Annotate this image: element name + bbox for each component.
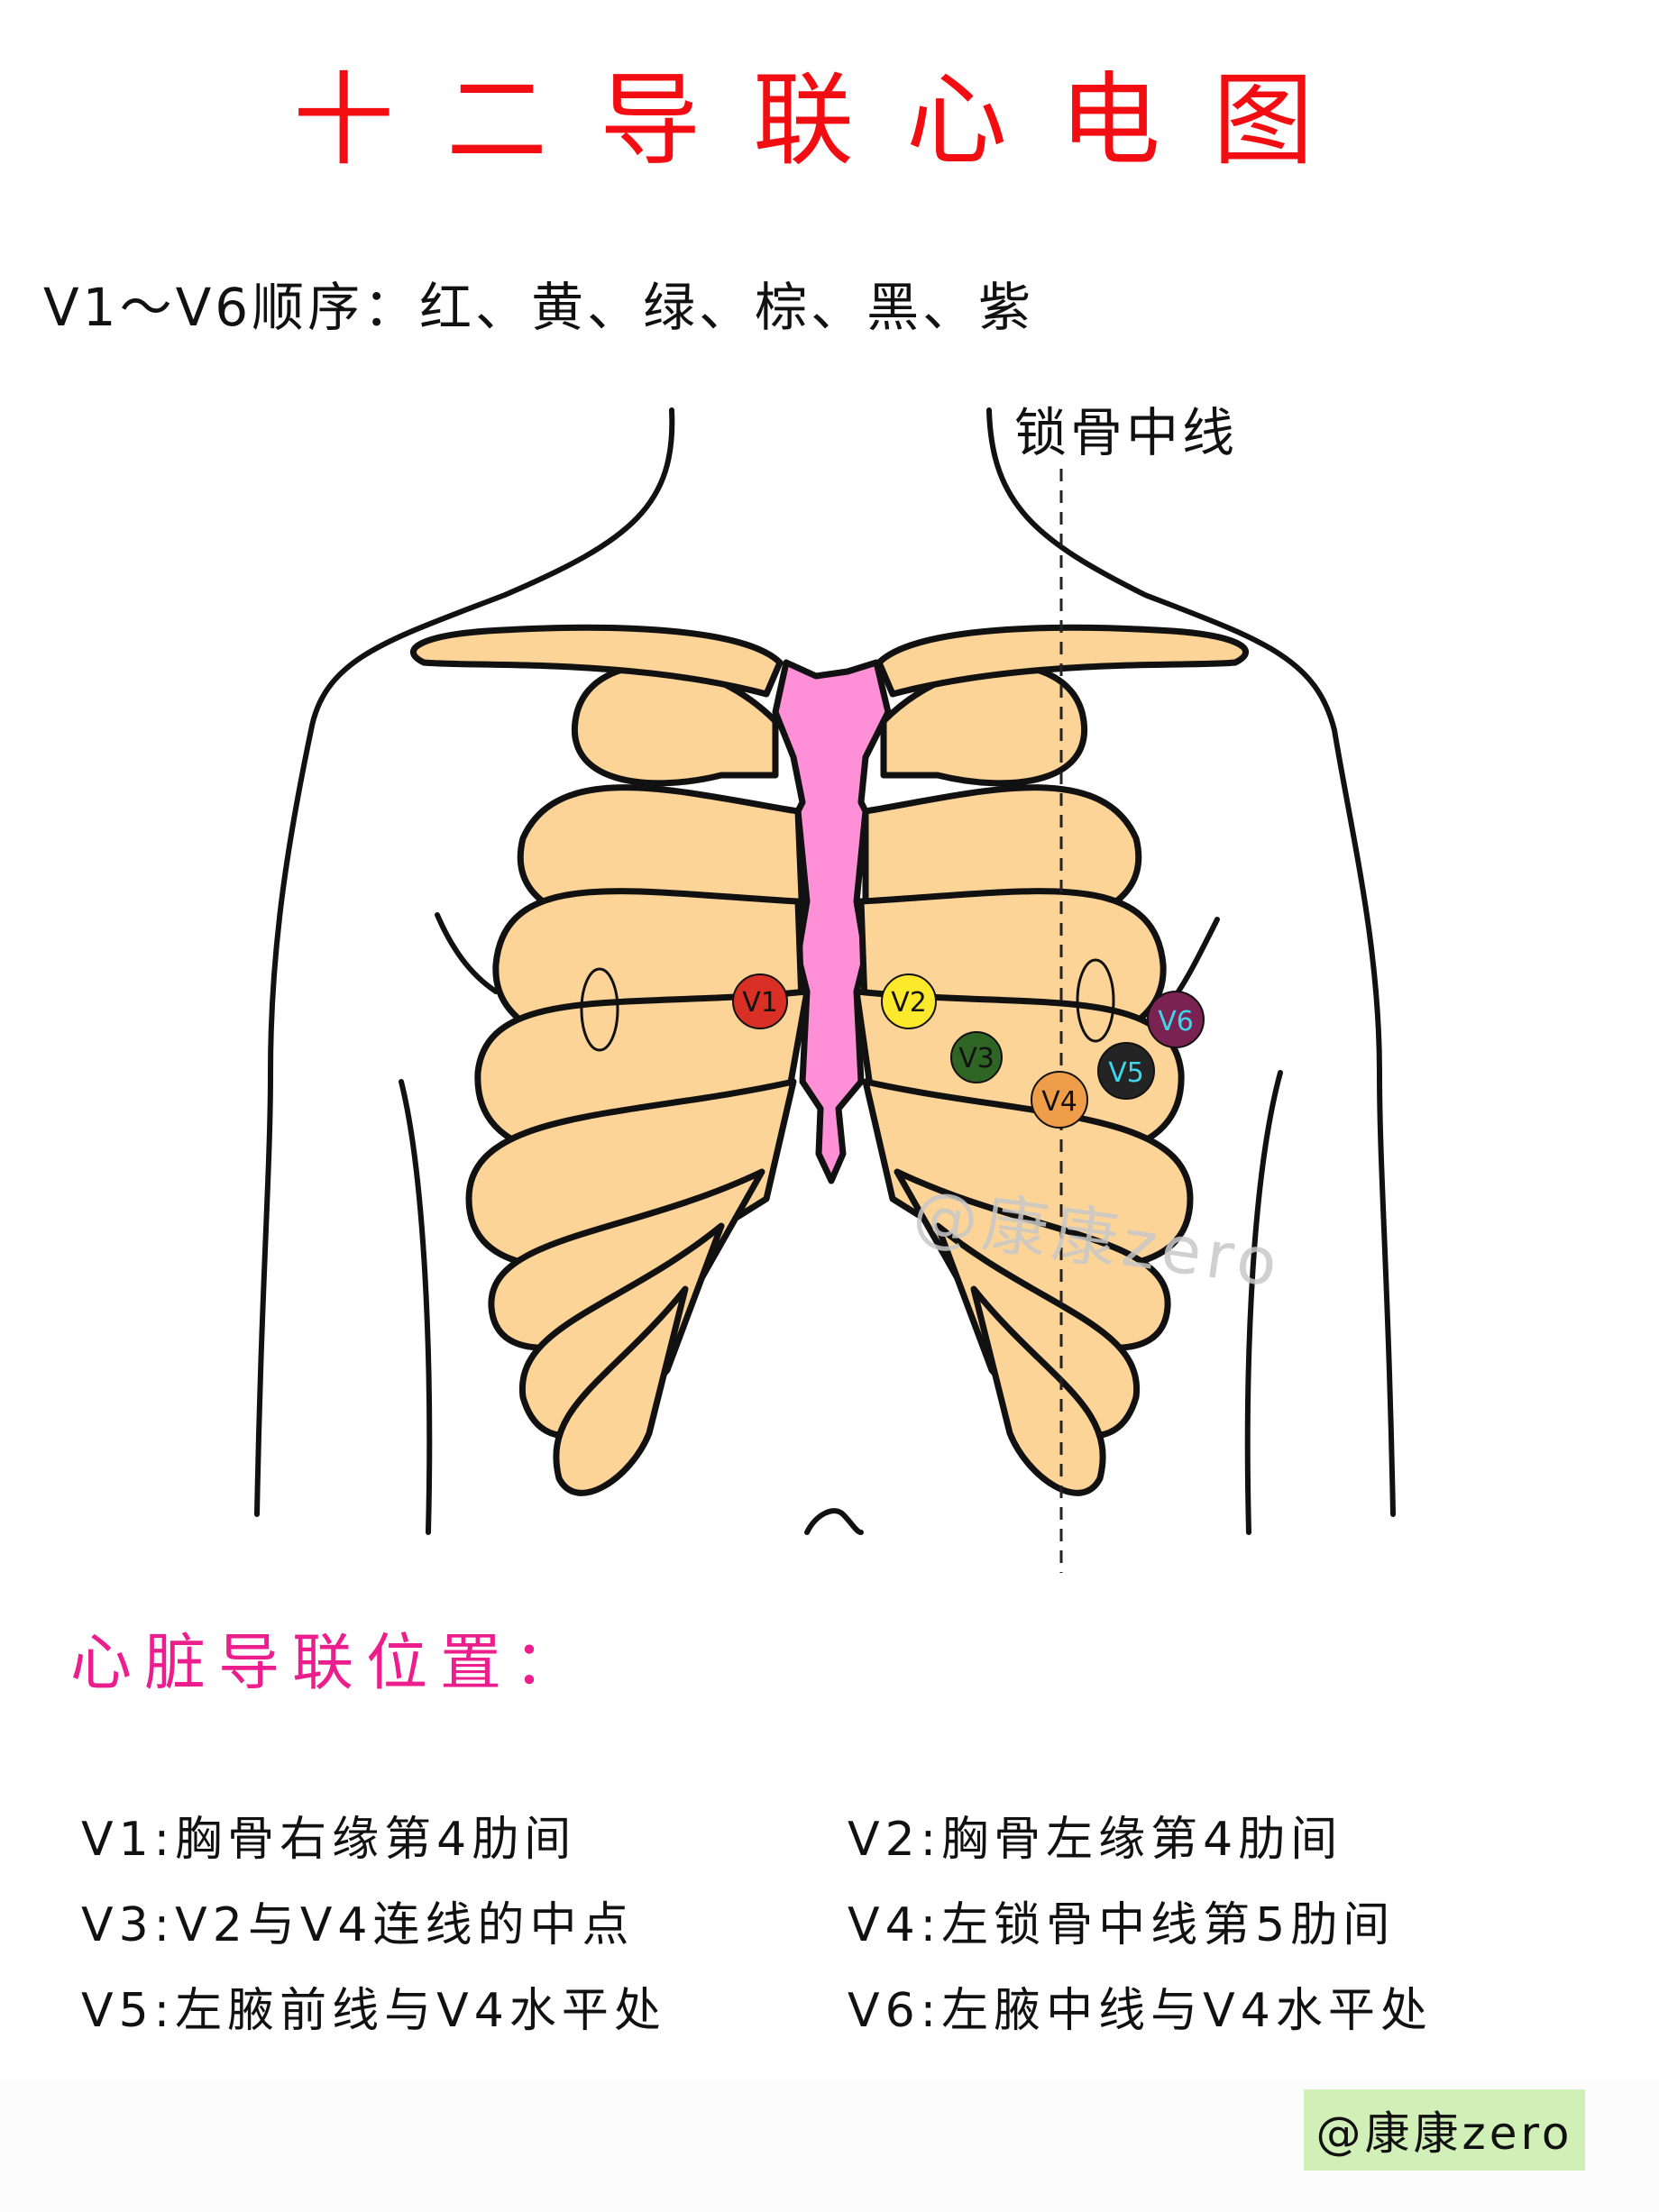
electrode-v3: V3 [950,1031,1003,1083]
electrode-v1: V1 [732,973,788,1029]
right-clavicle [875,624,1249,698]
svg-text:V4: V4 [1041,1086,1077,1118]
svg-text:V3: V3 [958,1043,994,1074]
right-nipple-outline [1076,958,1115,1043]
lead-positions-heading: 心脏导联位置： [70,1628,589,1699]
svg-text:V5: V5 [1108,1057,1144,1089]
lead-position-v6: V6:左腋中线与V4水平处 [848,1984,1433,2038]
midclavicular-label: 锁骨中线 [1014,402,1238,463]
electrode-v4: V4 [1031,1071,1088,1129]
svg-text:V6: V6 [1158,1006,1194,1037]
electrode-v2: V2 [881,973,937,1029]
lead-position-v2: V2:胸骨左缘第4肋间 [848,1813,1343,1867]
svg-text:V2: V2 [891,987,927,1019]
lead-position-v1: V1:胸骨右缘第4肋间 [81,1813,577,1867]
color-order-text: V1～V6顺序：红、黄、绿、棕、黑、紫 [43,277,1035,338]
lead-position-v3: V3:V2与V4连线的中点 [81,1898,635,1952]
lead-position-v4: V4:左锁骨中线第5肋间 [848,1898,1396,1952]
left-nipple-outline [580,967,619,1052]
chest-lead-diagram: 锁骨中线 @康康zero V1 V2 V3 V4 V5 V6 [0,379,1659,1586]
electrode-v6: V6 [1147,991,1205,1048]
author-badge-text: @康康zero [1315,2107,1573,2160]
author-badge: @康康zero [1304,2089,1585,2171]
page-title: 十二导联心电图 [293,62,1366,179]
lead-position-v5: V5:左腋前线与V4水平处 [81,1984,666,2038]
rib-cage [410,624,1249,1496]
svg-text:V1: V1 [742,987,778,1019]
left-clavicle [410,624,784,698]
body-outline [254,407,1396,1535]
electrode-v5: V5 [1097,1042,1155,1100]
